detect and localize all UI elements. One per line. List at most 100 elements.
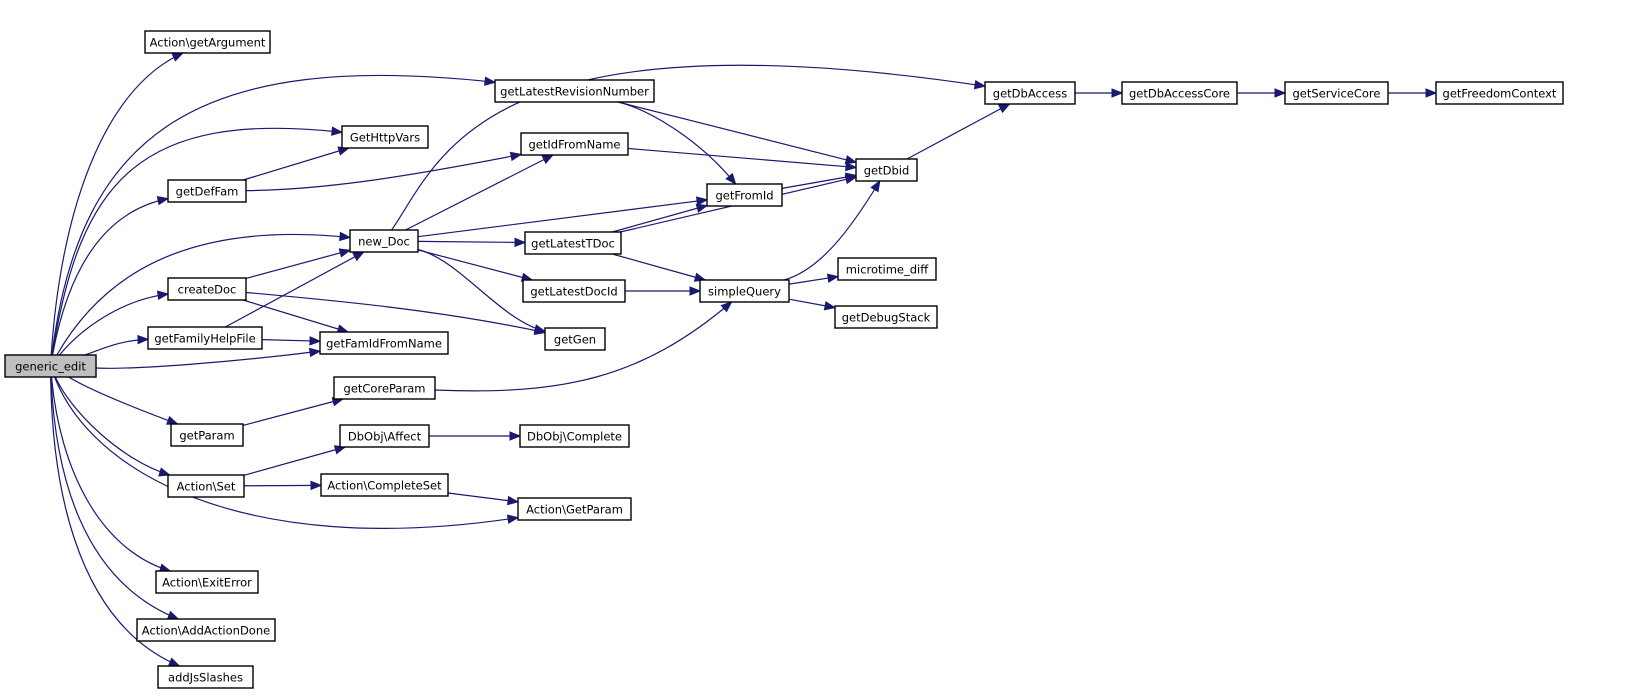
edge-getFromId-to-getDbid [781, 172, 858, 189]
edge-new_Doc-to-getIdFromName [405, 154, 555, 231]
arrowhead [1111, 88, 1124, 98]
edge-line [391, 64, 986, 231]
edge-line [612, 253, 706, 281]
node-getDebugStack[interactable]: getDebugStack [834, 305, 938, 329]
node-label: getFreedomContext [1443, 87, 1557, 101]
node-box [984, 81, 1076, 105]
edge-line [54, 376, 519, 529]
node-DbObjAffect[interactable]: DbObj\Affect [339, 424, 430, 448]
edge-line [245, 249, 351, 280]
edge-new_Doc-to-getFromId [417, 196, 709, 238]
node-ActionGetParam[interactable]: Action\GetParam [517, 497, 632, 521]
edges-layer [50, 52, 1438, 667]
edge-getDefFam-to-getIdFromName [245, 151, 523, 192]
node-addJsSlashes[interactable]: addJsSlashes [157, 665, 254, 689]
node-box [837, 257, 937, 281]
edge-getLatestTDoc-to-simpleQuery [612, 253, 707, 282]
node-box [855, 158, 918, 182]
node-getParam[interactable]: getParam [170, 423, 244, 447]
edge-ActionSet-to-ActionCompleteSet [243, 480, 323, 491]
node-ActionAddActionDone[interactable]: Action\AddActionDone [136, 618, 276, 642]
node-ActionSet[interactable]: Action\Set [167, 474, 245, 498]
arrowhead [725, 172, 737, 186]
arrowhead [845, 161, 858, 172]
node-getFamIdFromName[interactable]: getFamIdFromName [319, 331, 449, 355]
node-box [1121, 81, 1238, 105]
edge-generic_edit-to-createDoc [59, 290, 170, 356]
node-simpleQuery[interactable]: simpleQuery [699, 279, 790, 303]
arrowhead [506, 514, 520, 524]
node-GetHttpVars[interactable]: GetHttpVars [341, 125, 429, 149]
node-box [519, 424, 630, 448]
edge-line [417, 248, 546, 332]
edge-line [225, 251, 364, 328]
node-getIdFromName[interactable]: getIdFromName [520, 132, 629, 156]
edge-generic_edit-to-GetHttpVars [51, 126, 344, 356]
arrowhead [339, 231, 352, 242]
edge-getServiceCore-to-getFreedomContext [1388, 88, 1438, 98]
node-getServiceCore[interactable]: getServiceCore [1284, 81, 1389, 105]
edge-ActionCompleteSet-to-ActionGetParam [447, 492, 520, 506]
arrowhead [331, 126, 344, 136]
node-box [155, 570, 259, 594]
arrowhead [352, 251, 365, 262]
edge-getCoreParam-to-simpleQuery [434, 301, 733, 392]
arrowhead [308, 347, 322, 358]
node-ActionExitError[interactable]: Action\ExitError [155, 570, 259, 594]
node-getDbid[interactable]: getDbid [855, 158, 918, 182]
node-label: getFamilyHelpFile [154, 332, 255, 346]
node-box [349, 229, 419, 253]
node-getDefFam[interactable]: getDefFam [167, 179, 247, 203]
node-box [520, 132, 629, 156]
node-getDbAccess[interactable]: getDbAccess [984, 81, 1076, 105]
node-label: getDbAccess [993, 87, 1067, 101]
edge-createDoc-to-new_Doc [245, 248, 352, 280]
edge-simpleQuery-to-getDbid [783, 179, 881, 281]
node-getFreedomContext[interactable]: getFreedomContext [1435, 81, 1564, 105]
node-getArgument[interactable]: Action\getArgument [144, 30, 271, 54]
node-label: getServiceCore [1292, 87, 1380, 101]
arrowhead [509, 151, 523, 162]
node-label: GetHttpVars [350, 131, 420, 145]
node-new_Doc[interactable]: new_Doc [349, 229, 419, 253]
node-getFamilyHelpFile[interactable]: getFamilyHelpFile [147, 326, 263, 350]
edge-getLatestRevisionNumber-to-getFromId [618, 101, 737, 186]
arrowhead [166, 415, 179, 425]
node-box [167, 277, 247, 301]
node-microtime_diff[interactable]: microtime_diff [837, 257, 937, 281]
node-generic_edit[interactable]: generic_edit [4, 354, 97, 378]
arrowhead [167, 657, 181, 667]
arrowhead [826, 273, 840, 283]
node-createDoc[interactable]: createDoc [167, 277, 247, 301]
node-ActionCompleteSet[interactable]: Action\CompleteSet [320, 473, 449, 497]
edge-getIdFromName-to-getDbid [627, 147, 858, 172]
node-label: DbObj\Complete [527, 430, 622, 444]
node-box [136, 618, 276, 642]
edge-line [56, 233, 351, 356]
node-DbObjComplete[interactable]: DbObj\Complete [519, 424, 630, 448]
node-box [157, 665, 254, 689]
edge-line [245, 291, 546, 334]
arrowhead [514, 237, 527, 248]
edge-line [245, 153, 522, 192]
node-box [699, 279, 790, 303]
edge-createDoc-to-getGen [245, 291, 547, 335]
node-getCoreParam[interactable]: getCoreParam [333, 376, 436, 400]
node-label: getDbAccessCore [1129, 87, 1230, 101]
node-getDbAccessCore[interactable]: getDbAccessCore [1121, 81, 1238, 105]
edge-line [51, 198, 169, 356]
arrowhead [541, 154, 555, 164]
node-getLatestDocId[interactable]: getLatestDocId [522, 279, 626, 303]
node-label: getIdFromName [529, 138, 621, 152]
node-getGen[interactable]: getGen [544, 327, 606, 351]
node-label: generic_edit [15, 360, 86, 374]
node-getLatestRevisionNumber[interactable]: getLatestRevisionNumber [494, 79, 655, 103]
node-getFromId[interactable]: getFromId [706, 183, 783, 207]
node-label: getParam [179, 429, 234, 443]
edge-getLatestTDoc-to-getFromId [612, 203, 709, 233]
edge-line [417, 199, 708, 238]
arrowhead [844, 155, 858, 165]
arrowhead [1274, 88, 1287, 98]
node-getLatestTDoc[interactable]: getLatestTDoc [524, 231, 622, 255]
